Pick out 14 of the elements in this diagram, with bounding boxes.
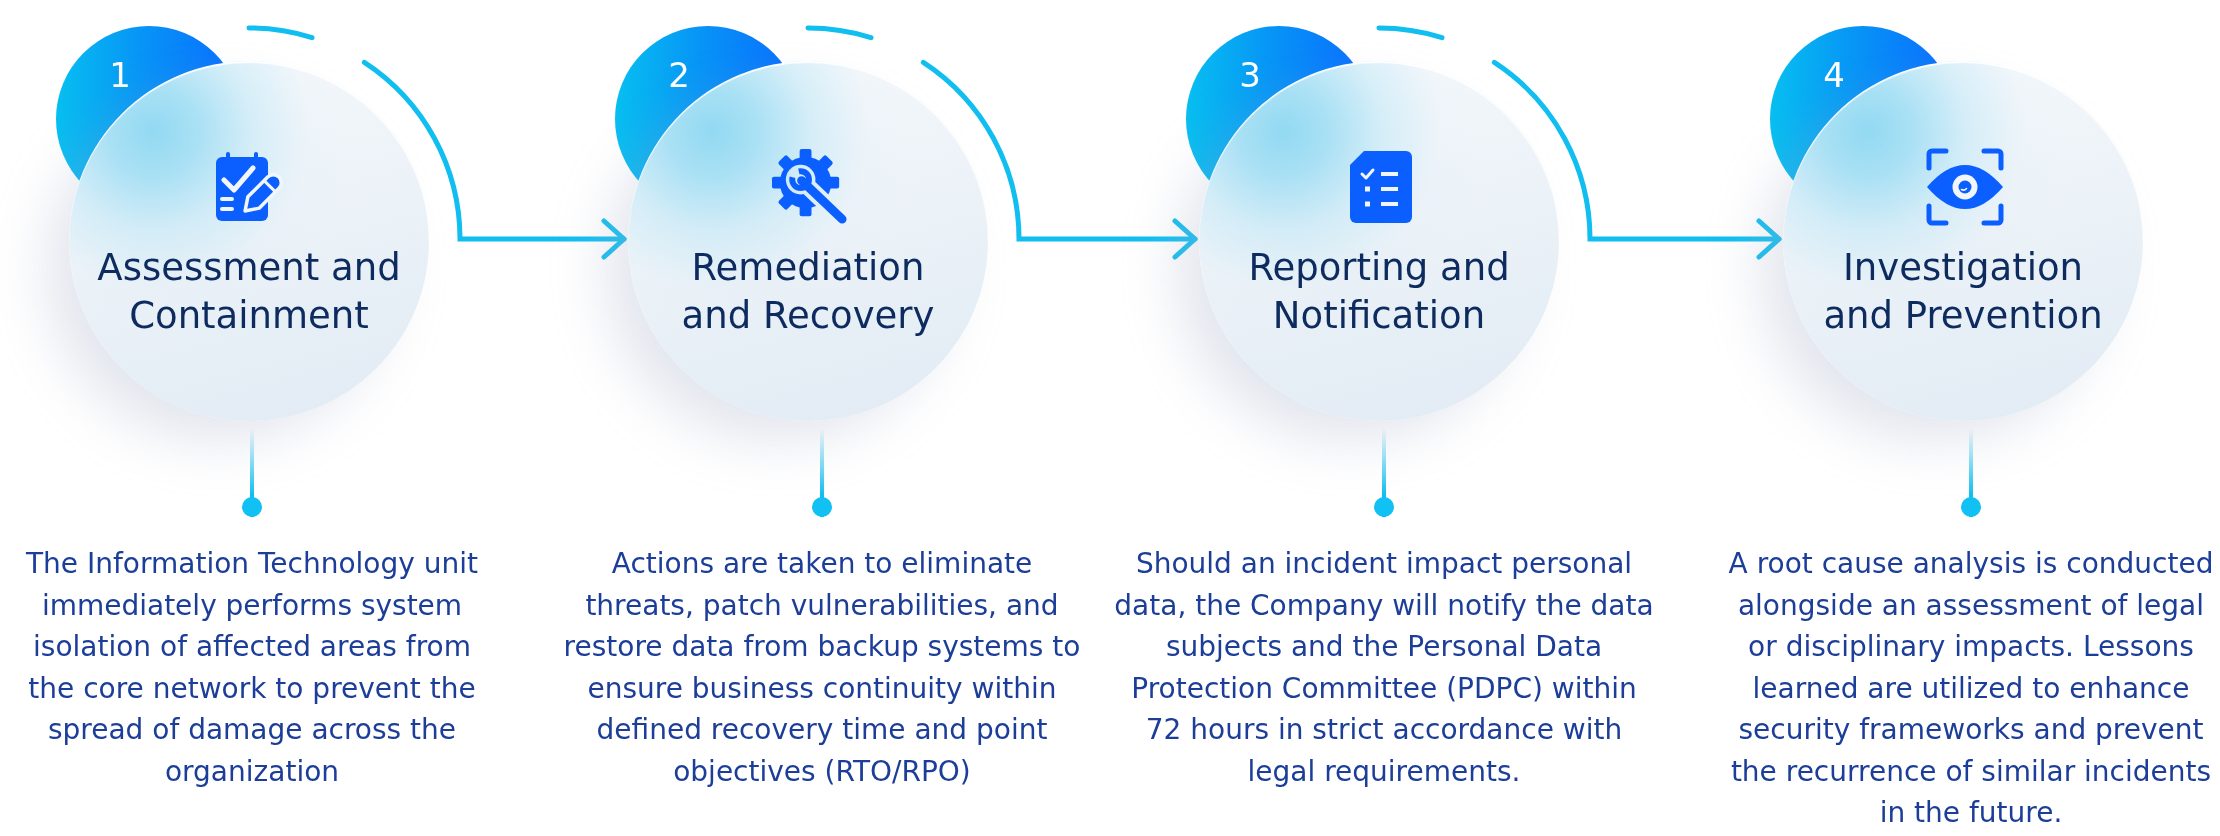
step-number: 3 [1238, 58, 1262, 92]
step-title: Remediation and Recovery [680, 245, 936, 339]
step-title: Reporting and Notification [1247, 245, 1511, 339]
step-title: Investigation and Prevention [1822, 245, 2104, 339]
step-number: 1 [108, 58, 132, 92]
step-number: 4 [1822, 58, 1846, 92]
step-number: 2 [667, 58, 691, 92]
step-description: Actions are taken to eliminate threats, patch vulnerabilities, and restore data from backup systems to ensure business continuity within defined recovery time and point objectives (RTO/RPO) [562, 543, 1082, 792]
curved-arrow [805, 25, 1198, 260]
step-title: Assessment and Containment [96, 245, 402, 339]
step-description: A root cause analysis is conducted alongside an assessment of legal or disciplinary impacts. Lessons learned are utilized to enhance security frameworks and prevent the recurrence of similar incidents in the future. [1726, 543, 2216, 834]
curved-arrow [1376, 25, 1782, 260]
step-description: The Information Technology unit immediately performs system isolation of affected areas from the core network to prevent the spread of damage across the organization [17, 543, 487, 792]
step-description: Should an incident impact personal data, the Company will notify the data subjects and the Personal Data Protection Committee (PDPC) within 72 hours in strict accordance with legal requirements. [1111, 543, 1657, 792]
